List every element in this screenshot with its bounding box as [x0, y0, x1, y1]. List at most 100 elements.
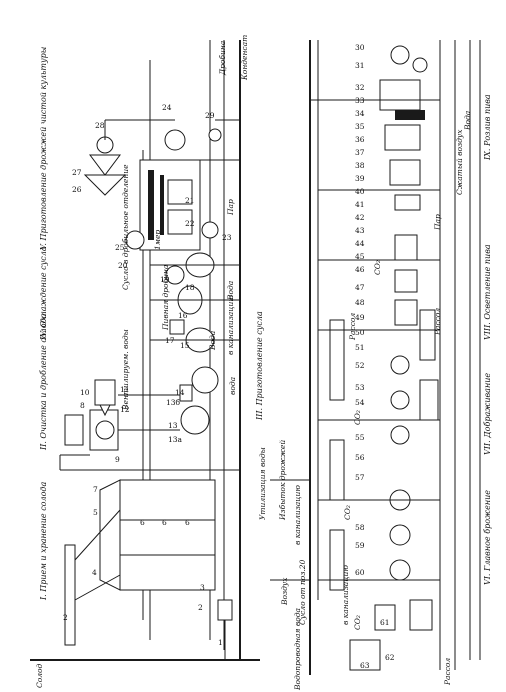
label-pivnaya: Пивная дробина — [161, 265, 170, 331]
position-numbers: 1 2 2 3 4 5 6 6 6 7 8 9 10 11 12 13 13а … — [63, 43, 395, 670]
pos-number: 30 — [355, 43, 365, 52]
pos-number: 32 — [355, 83, 365, 92]
pos-number: 49 — [355, 313, 365, 322]
tank-14 — [179, 384, 193, 402]
filler-38 — [389, 159, 421, 186]
pos-number: 16 — [178, 311, 188, 320]
mash-tun-13a — [180, 405, 210, 435]
tall-tank-c — [329, 529, 345, 591]
lager-tank — [419, 379, 439, 421]
pos-number: 34 — [355, 109, 365, 118]
pos-number: 59 — [355, 541, 365, 550]
tank-24 — [164, 129, 186, 151]
label-solod: Солод — [35, 663, 44, 688]
pos-number: 57 — [355, 473, 365, 482]
label-par-2: Пар — [433, 214, 442, 231]
pump-18 — [165, 265, 185, 285]
bottling-line — [379, 79, 421, 111]
pos-number: 48 — [355, 298, 365, 307]
label-voda-3: вода — [228, 377, 237, 395]
tall-tank-b — [329, 439, 345, 501]
pos-number: 26 — [72, 185, 82, 194]
section-title-7: VII. Дображивание — [483, 373, 492, 455]
section-title-6: VI. Главное брожение — [483, 490, 492, 585]
label-kanal-2: в канализацию — [293, 485, 302, 545]
label-co2-d: CO₂ — [353, 615, 362, 630]
label-vodoprov: Водопроводная вода — [293, 608, 302, 691]
pos-number: 36 — [355, 135, 365, 144]
pos-number: 1 — [218, 638, 223, 647]
pos-number: 15 — [180, 341, 190, 350]
pos-number: 60 — [355, 568, 365, 577]
pos-number: 41 — [355, 200, 365, 209]
cooler-plates — [148, 170, 154, 240]
pos-number: 42 — [355, 213, 365, 222]
collector-17 — [169, 319, 185, 335]
cooler-plates-2 — [160, 175, 164, 235]
label-sus-ot: Сусло от поз.20 — [298, 559, 307, 625]
pos-number: 14 — [175, 388, 185, 397]
section-title-3: III. Приготовление сусла — [255, 311, 264, 421]
pos-number: 12 — [120, 405, 130, 414]
stream-labels: Дробина Конденсат Пар Вода Вода вода в к… — [35, 35, 472, 691]
bottling-30 — [390, 45, 410, 65]
section-title-2: II. Очистка и дробление солода — [39, 313, 48, 451]
pos-number: 33 — [355, 96, 365, 105]
pos-number: 55 — [355, 433, 365, 442]
pos-number: 31 — [355, 61, 365, 70]
yeast-vessel-27 — [83, 174, 127, 196]
pos-number: 13 — [168, 421, 178, 430]
heat-exchanger-21 — [167, 209, 193, 235]
pos-number: 29 — [205, 111, 215, 120]
label-voda-top: Вода — [463, 111, 472, 131]
conveyor — [395, 110, 425, 120]
mash-tun-13b — [191, 366, 219, 394]
bottling-31 — [412, 57, 428, 73]
feed-line — [74, 509, 121, 561]
label-co2-b: CO₂ — [373, 260, 382, 275]
pos-number: 56 — [355, 453, 365, 462]
pump-23 — [201, 221, 219, 239]
label-par-1: Пар — [226, 199, 235, 216]
section-title-4: IV. Охлаждение сусла — [39, 246, 48, 341]
pos-number: 44 — [355, 239, 365, 248]
pos-number: 3 — [200, 583, 205, 592]
pos-number: 24 — [162, 103, 172, 112]
filter-46 — [394, 269, 418, 293]
label-vozduh: Воздух — [280, 577, 289, 606]
cooler-63 — [349, 639, 381, 671]
label-kanal-3: в канализацию — [341, 565, 350, 625]
pos-number: 23 — [222, 233, 232, 242]
pos-number: 9 — [115, 455, 120, 464]
silo-hopper — [99, 479, 121, 591]
yeast-vessel-26 — [89, 154, 121, 176]
label-melk: Сусло в дробильное отделение — [121, 164, 130, 290]
pos-number: 10 — [80, 388, 90, 397]
pos-number: 40 — [355, 187, 365, 196]
pos-number: 51 — [355, 343, 365, 352]
label-kmr: 1мер — [153, 230, 162, 250]
label-rassol-1: Рассол — [348, 313, 357, 341]
pos-number: 6 — [185, 518, 190, 527]
pos-number: 28 — [95, 121, 105, 130]
washer-34 — [384, 124, 421, 151]
tank-62 — [374, 604, 396, 631]
section-title-8: VIII. Осветление пива — [483, 244, 492, 340]
vessel-25 — [125, 230, 145, 250]
label-voda-1: Вода — [226, 281, 235, 301]
pos-number: 46 — [355, 265, 365, 274]
feed-line — [74, 574, 121, 601]
tank-48 — [394, 299, 418, 326]
pos-number: 7 — [93, 485, 98, 494]
tall-tank-a — [329, 319, 345, 401]
label-rassol-2: Рассол — [433, 308, 442, 336]
label-co2-a: CO₂ — [353, 410, 362, 425]
pos-number: 25 — [115, 243, 125, 252]
pos-number: 53 — [355, 383, 365, 392]
section-title-1: I. Прием и хранение солода — [39, 482, 48, 601]
label-rassol-3: Рассол — [443, 658, 452, 686]
pos-number: 45 — [355, 252, 365, 261]
pos-number: 22 — [185, 219, 195, 228]
intake-hopper-1 — [217, 599, 233, 621]
